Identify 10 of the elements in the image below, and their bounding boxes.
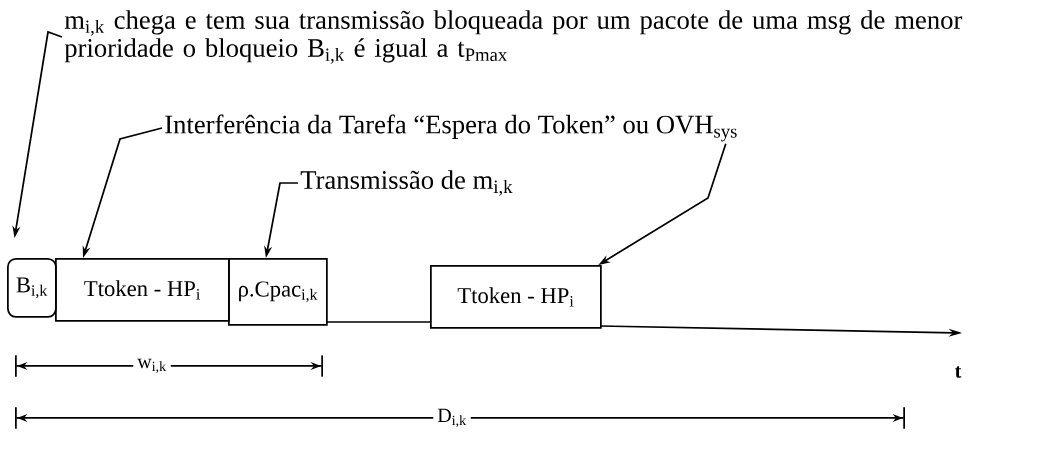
time-slot-box: B$_{i,k}$ — [7, 258, 57, 318]
callout-text: m$_{i,k}$ chega e tem sua transmissão bloqueada por um pacote de uma msg de menor prioridade o bloqueio B$_{i,k}$ é igual a t$_{Pmax}$ — [64, 10, 963, 64]
time-slot-box: Ttoken - HP$_{i}$ — [430, 265, 602, 329]
dimension-label: D$_{i,k}$ — [433, 404, 471, 432]
axis-label: t — [955, 366, 962, 378]
time-slot-box: Ttoken - HP$_{i}$ — [55, 258, 230, 322]
time-slot-box: ρ.Cpac$_{i,k}$ — [228, 258, 328, 326]
callout-text: Transmissão de m$_{i,k}$ — [300, 170, 513, 196]
callout-text: Interferência da Tarefa “Espera do Token” ou OVH$_{sys}$ — [165, 114, 737, 142]
dimension-label: w$_{i,k}$ — [133, 354, 171, 378]
